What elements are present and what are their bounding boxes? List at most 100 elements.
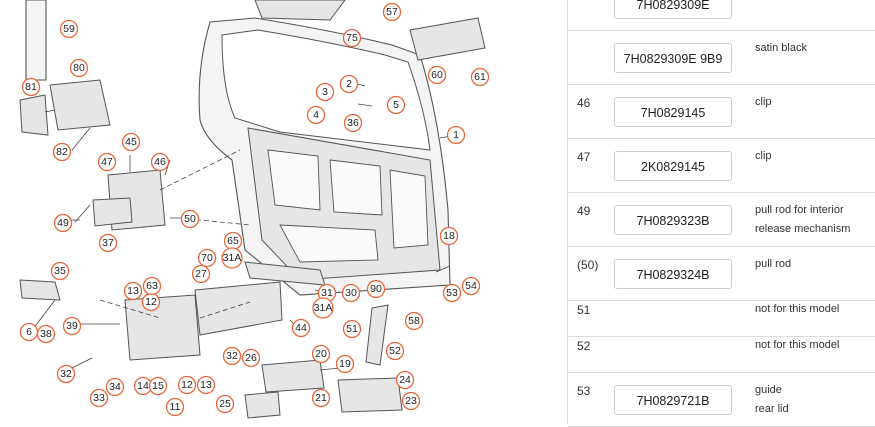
callout-label: 30 [345, 287, 357, 299]
part-number-box[interactable]: 2K0829145 [614, 151, 732, 181]
callout-label: 31 [321, 287, 333, 299]
callout-circle [180, 209, 200, 229]
description-line: pull rod [755, 258, 792, 270]
callout-label: 75 [346, 32, 358, 44]
callout-12: 12 [141, 292, 161, 312]
callout-53: 53 [442, 283, 462, 303]
callout-label: 4 [313, 109, 319, 121]
callout-44: 44 [291, 318, 311, 338]
callout-label: 31A [314, 302, 333, 314]
position-number: (50) [577, 258, 599, 272]
callout-32: 32 [56, 364, 76, 384]
callout-19: 19 [335, 354, 355, 374]
callout-circle [470, 67, 490, 87]
part-number-box[interactable]: 7H0829145 [614, 97, 732, 127]
callout-24: 24 [395, 370, 415, 390]
rod-35 [19, 279, 61, 301]
callout-label: 20 [315, 348, 327, 360]
callout-label: 51 [346, 323, 358, 335]
callout-32: 32 [222, 346, 242, 366]
part-number-box[interactable]: 7H0829309E [614, 0, 732, 19]
callout-12: 12 [177, 375, 197, 395]
dashed-guides [99, 149, 251, 319]
callout-label: 23 [405, 395, 417, 407]
callout-20: 20 [311, 344, 331, 364]
callout-circle [439, 226, 459, 246]
callout-circle [150, 152, 170, 172]
part-number-box[interactable]: 7H0829721B [614, 385, 732, 415]
callout-label: 80 [73, 62, 85, 74]
callout-2: 2 [339, 74, 359, 94]
callout-circle [342, 319, 362, 339]
part-number-box[interactable]: 7H0829323B [614, 205, 732, 235]
inner-frame-cutout-3 [389, 169, 429, 249]
part-number-box[interactable]: 7H0829324B [614, 259, 732, 289]
callout-label: 45 [125, 136, 137, 148]
callout-label: 25 [219, 398, 231, 410]
lock-81 [19, 94, 49, 136]
callout-circle [105, 377, 125, 397]
callout-label: 15 [152, 380, 164, 392]
callout-label: 11 [170, 401, 181, 413]
callout-6: 6 [19, 322, 39, 342]
callout-13: 13 [123, 281, 143, 301]
callout-label: 32 [226, 350, 238, 362]
callout-label: 24 [399, 374, 411, 386]
callout-label: 50 [184, 213, 196, 225]
catch-25 [244, 391, 281, 419]
callout-label: 81 [25, 81, 37, 93]
callout-46: 46 [150, 152, 170, 172]
callout-label: 14 [137, 380, 149, 392]
part-number-box[interactable]: 7H0829309E 9B9 [614, 43, 732, 73]
callout-circle [177, 375, 197, 395]
description-line: clip [755, 96, 772, 108]
callout-59: 59 [59, 19, 79, 39]
callout-36: 36 [343, 113, 363, 133]
callout-circle [339, 74, 359, 94]
callout-circle [335, 354, 355, 374]
callout-37: 37 [98, 233, 118, 253]
callout-31A: 31A [221, 247, 243, 269]
callout-circle [21, 77, 41, 97]
callout-39: 39 [62, 316, 82, 336]
callout-14: 14 [133, 376, 153, 396]
callout-label: 5 [393, 99, 399, 111]
description-line: guide [755, 384, 782, 396]
part-description: satin black [755, 39, 807, 58]
position-number: 47 [577, 150, 591, 164]
callout-circle [121, 132, 141, 152]
callout-circle [191, 264, 211, 284]
callout-circle [142, 276, 162, 296]
callout-82: 82 [52, 142, 72, 162]
part-description: guide rear lid [755, 381, 789, 419]
callout-label: 3 [322, 86, 328, 98]
callout-26: 26 [241, 348, 261, 368]
description-line: pull rod for interior [755, 204, 844, 216]
callout-54: 54 [461, 276, 481, 296]
description-line: rear lid [755, 403, 789, 415]
callout-label: 49 [57, 217, 69, 229]
callout-circle [385, 341, 405, 361]
callout-circle [59, 19, 79, 39]
callout-circle [52, 142, 72, 162]
parts-row: (50) 7H0829324B pull rod [568, 247, 875, 301]
callout-label: 63 [146, 280, 158, 292]
callout-label: 12 [181, 379, 193, 391]
callout-80: 80 [69, 58, 89, 78]
callout-3: 3 [315, 82, 335, 102]
callout-label: 33 [93, 392, 105, 404]
callout-label: 47 [101, 156, 113, 168]
striker-23 [337, 377, 403, 413]
callout-34: 34 [105, 377, 125, 397]
callout-circle [36, 324, 56, 344]
callout-label: 2 [346, 78, 352, 90]
callout-31A: 31A [312, 297, 334, 319]
part-description: not for this model [755, 300, 839, 319]
lock-center-11 [124, 294, 201, 361]
callout-circle [97, 152, 117, 172]
parts-row: 7H0829309E 9B9 satin black [568, 31, 875, 85]
cover-strip-60 [409, 17, 486, 61]
